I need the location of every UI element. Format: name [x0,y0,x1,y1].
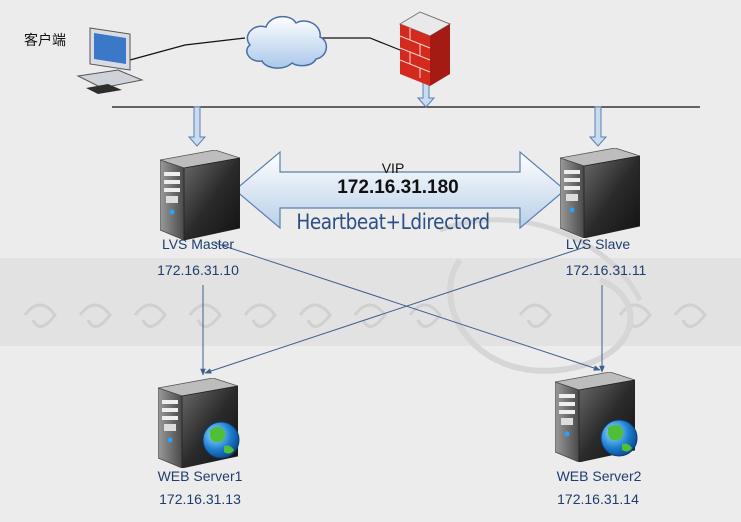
client-label: 客户端 [24,32,66,48]
web2-name: WEB Server2 [556,468,642,484]
server-icon-lvs-master [160,150,240,240]
server-icon-lvs-slave [560,148,640,238]
lvs-slave-name: LVS Slave [565,236,631,252]
drop-arrows [187,79,608,147]
web1-name: WEB Server1 [157,468,243,484]
heartbeat-label: Heartbeat+Ldirectord [296,210,490,234]
drop-arrow-master [187,106,207,147]
lvs-slave-ip: 172.16.31.11 [565,262,647,278]
lvs-links [200,242,605,376]
web1-ip: 172.16.31.13 [159,491,241,507]
lvs-master-name: LVS Master [161,236,235,252]
vip-ip: 172.16.31.180 [337,177,459,198]
firewall-icon [398,11,452,86]
lvs-master-ip: 172.16.31.10 [157,262,239,278]
web2-ip: 172.16.31.14 [557,491,639,507]
globe-icon-web1 [202,421,240,459]
monitor-icon [76,27,144,94]
cloud-icon [246,15,328,69]
globe-icon-web2 [600,419,638,457]
drop-arrow-slave [588,106,608,147]
vip-label: VIP [381,160,405,176]
wan-links [129,37,406,61]
background-pattern-band [0,217,741,374]
